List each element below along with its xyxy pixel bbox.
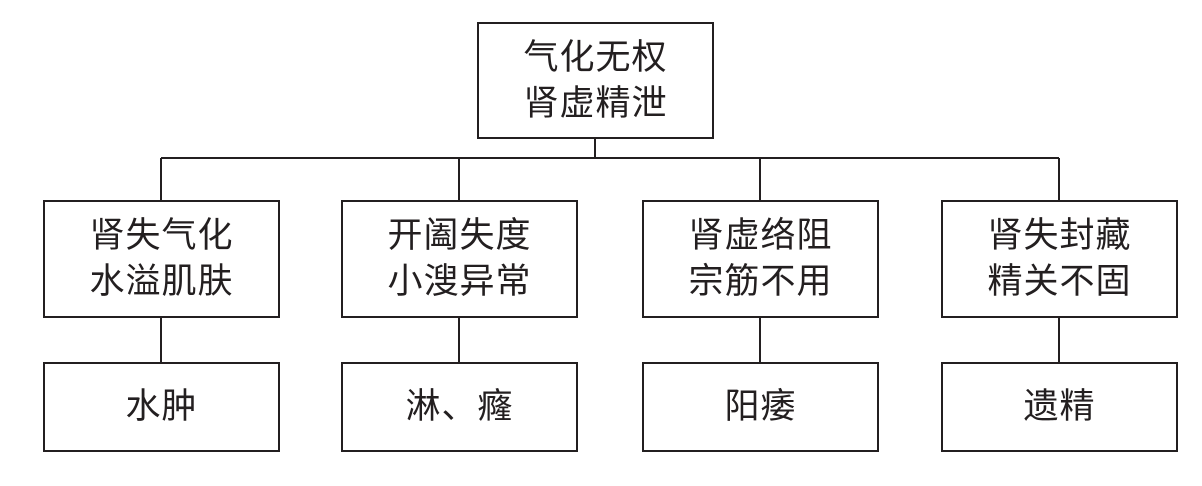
cause-node-line: 水溢肌肤	[89, 262, 234, 302]
result-node-label: 阳痿	[724, 387, 797, 427]
cause-node: 开阖失度 小溲异常	[341, 200, 578, 318]
cause-node-line: 肾失气化	[89, 216, 234, 256]
cause-node-line: 宗筋不用	[688, 262, 833, 302]
cause-node-line: 小溲异常	[387, 262, 532, 302]
result-node-label: 遗精	[1023, 387, 1096, 427]
cause-node-line: 肾虚络阻	[688, 216, 833, 256]
root-node-line: 肾虚精泄	[523, 83, 668, 124]
cause-node-line: 开阖失度	[387, 216, 532, 256]
cause-node: 肾失气化 水溢肌肤	[43, 200, 280, 318]
root-node-line: 气化无权	[523, 37, 668, 78]
cause-node: 肾虚络阻 宗筋不用	[642, 200, 879, 318]
result-node-label: 淋、癃	[405, 387, 514, 427]
cause-node-line: 肾失封藏	[987, 216, 1132, 256]
root-node: 气化无权 肾虚精泄	[477, 22, 714, 139]
result-node: 遗精	[941, 362, 1178, 452]
result-node-label: 水肿	[125, 387, 198, 427]
result-node: 水肿	[43, 362, 280, 452]
result-node: 淋、癃	[341, 362, 578, 452]
cause-node-line: 精关不固	[987, 262, 1132, 302]
result-node: 阳痿	[642, 362, 879, 452]
cause-node: 肾失封藏 精关不固	[941, 200, 1178, 318]
